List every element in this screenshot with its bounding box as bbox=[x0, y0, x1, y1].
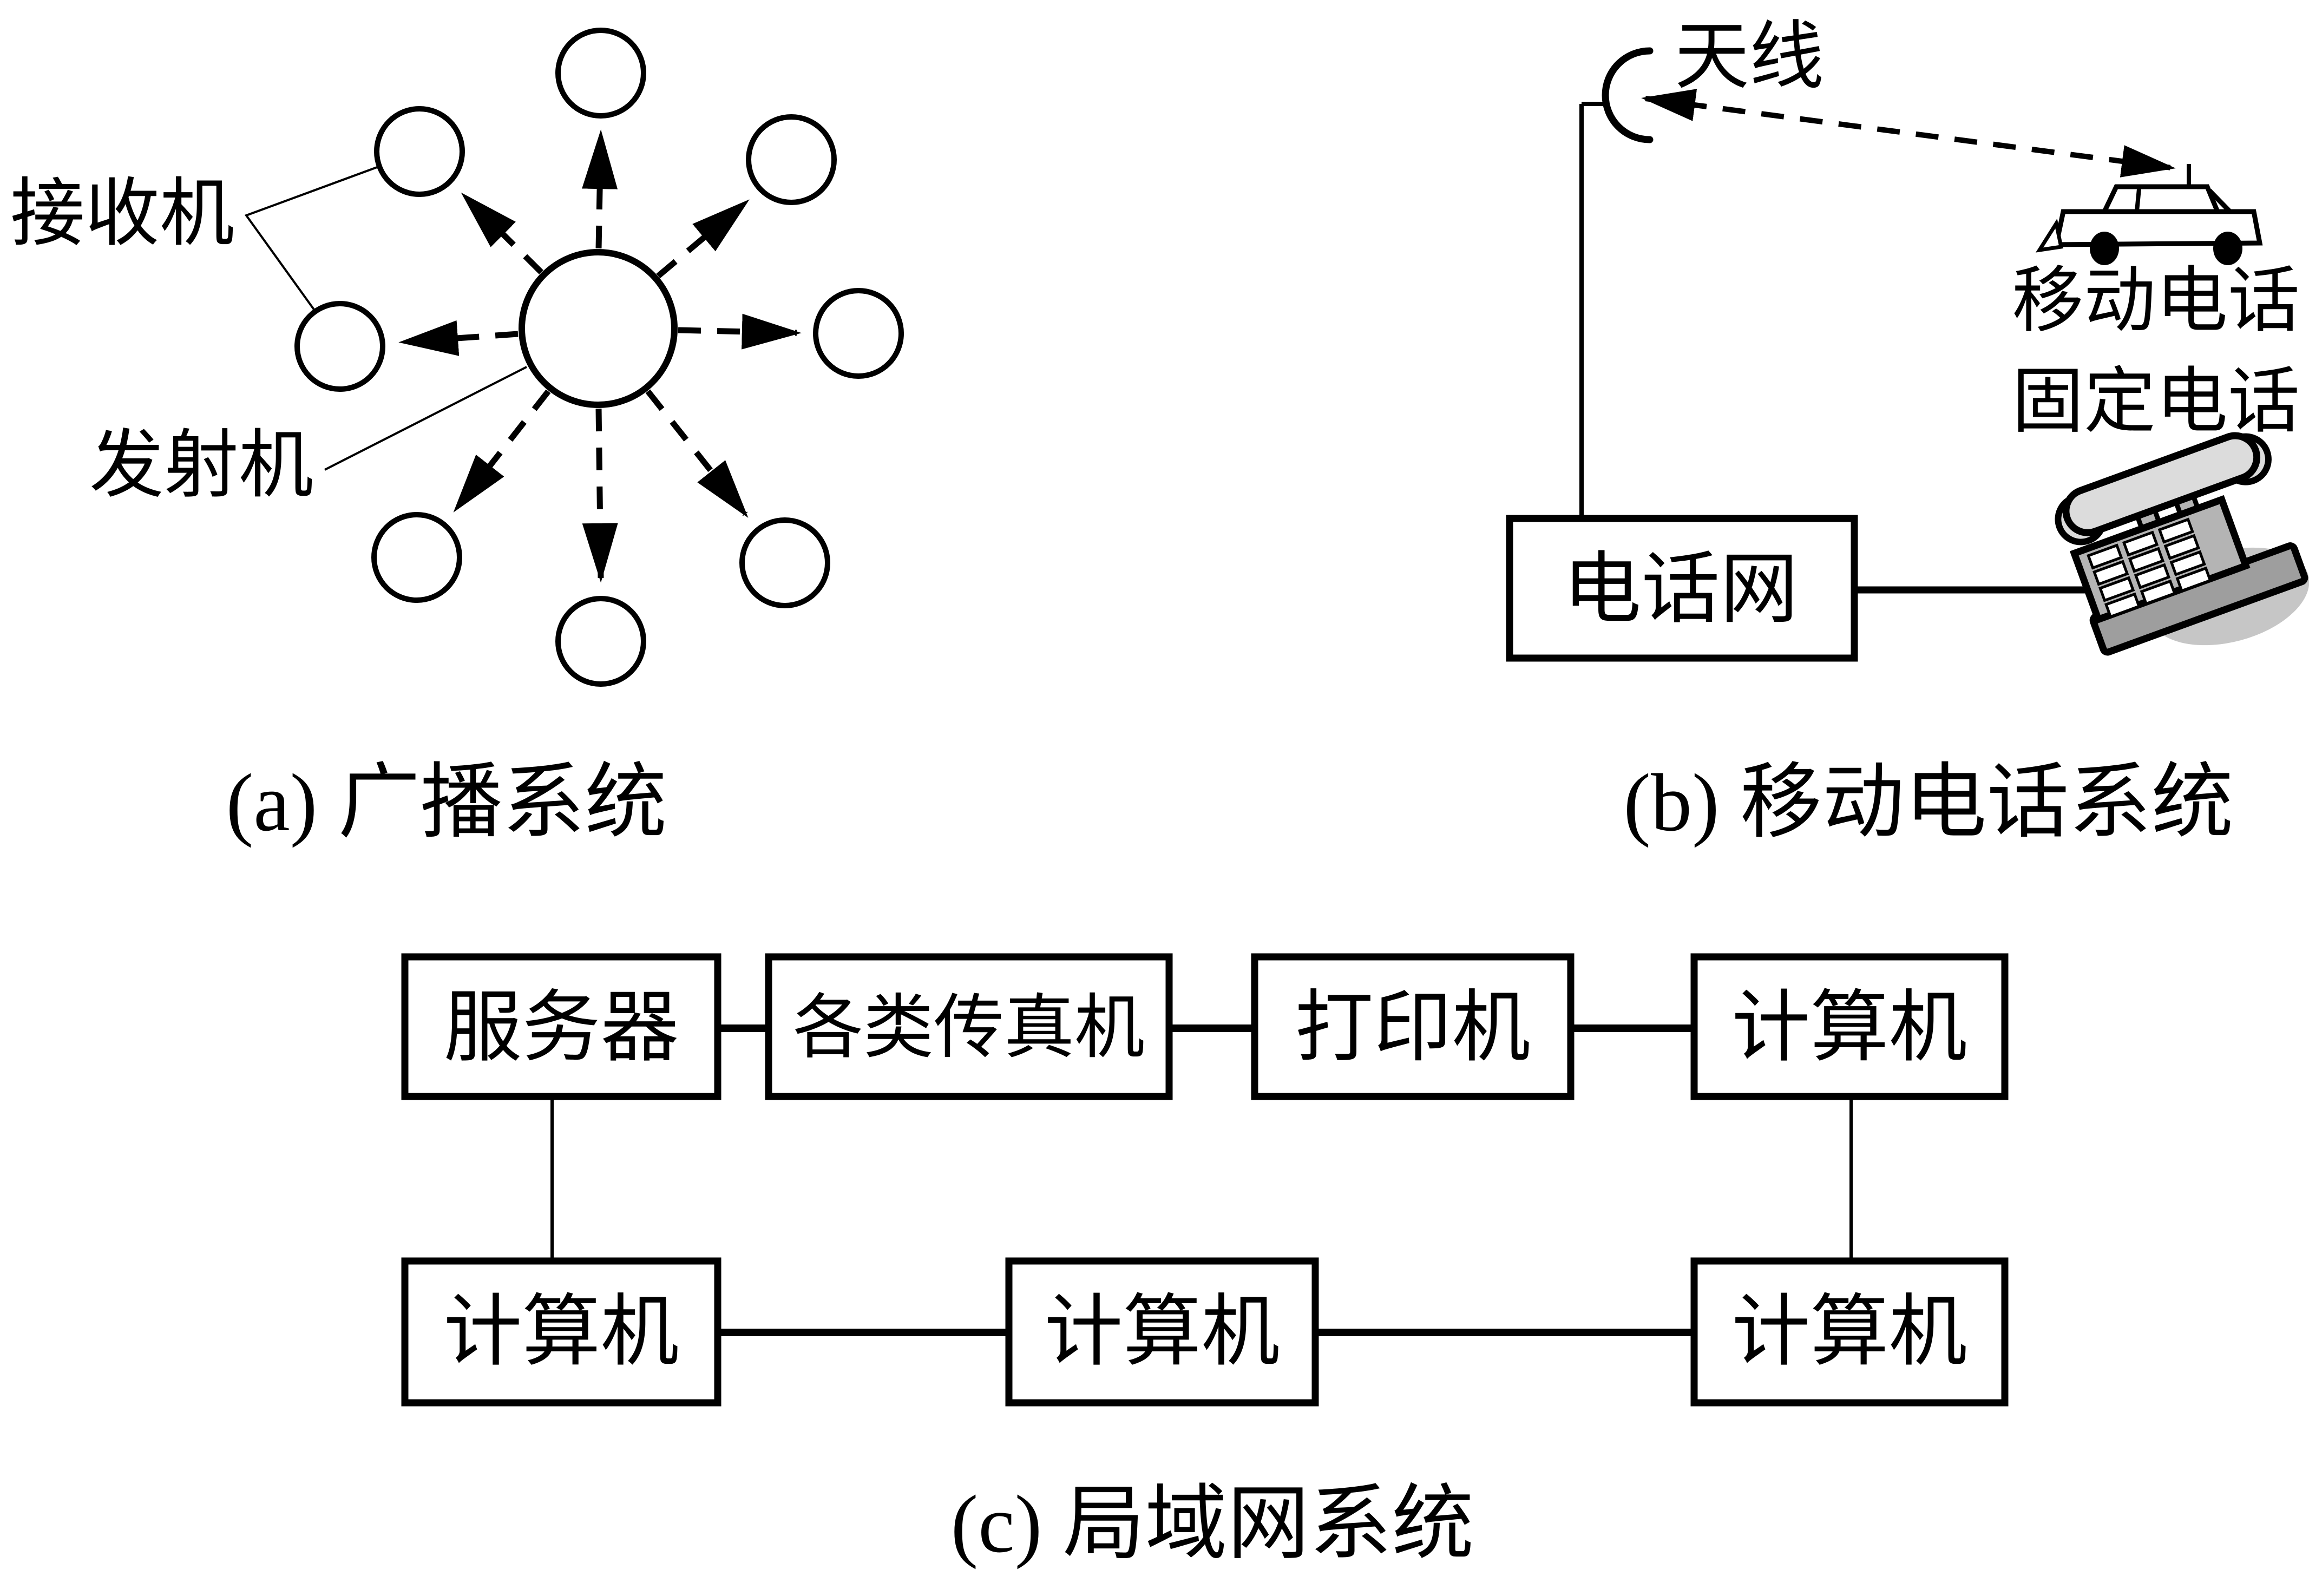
keypad-key bbox=[2169, 550, 2206, 576]
keypad-key bbox=[2163, 534, 2200, 560]
lan-box-label: 计算机 bbox=[1732, 1289, 1967, 1376]
car-front-wheel bbox=[2090, 232, 2119, 265]
lan-box-label: 计算机 bbox=[444, 1289, 679, 1376]
car-cabin bbox=[2100, 184, 2221, 214]
receiver-node-bottom-left bbox=[371, 512, 462, 603]
receiver-node-bottom-right bbox=[739, 517, 830, 608]
keypad-key bbox=[2134, 563, 2171, 589]
antenna-label: 天线 bbox=[1675, 16, 1824, 98]
lan-box-rect bbox=[1690, 1257, 2009, 1407]
receiver-label-pointer-line bbox=[244, 165, 381, 313]
lan-box-computer-2: 计算机 bbox=[401, 1257, 721, 1407]
lan-box-label: 各类传真机 bbox=[793, 989, 1145, 1067]
telephone-keypad bbox=[2087, 517, 2212, 619]
lan-box-rect bbox=[401, 953, 721, 1100]
lan-box-fax: 各类传真机 bbox=[765, 953, 1173, 1100]
lan-box-computer-1: 计算机 bbox=[1690, 953, 2009, 1100]
telephone-icon bbox=[2055, 432, 2309, 656]
keypad-key bbox=[2087, 543, 2123, 570]
lan-box-computer-3: 计算机 bbox=[1005, 1257, 1319, 1407]
phone-network-box: 电话网 bbox=[1506, 515, 1858, 662]
broadcast-arrow-down bbox=[582, 408, 618, 583]
broadcast-arrow-down-left bbox=[453, 389, 551, 513]
panel-c-caption: (c) 局域网系统 bbox=[951, 1479, 1474, 1569]
keypad-key bbox=[2128, 547, 2165, 573]
transmitter-label-pointer-line bbox=[324, 366, 527, 471]
keypad-key bbox=[2092, 560, 2129, 586]
panel-b-caption: (b) 移动电话系统 bbox=[1623, 757, 2233, 848]
lan-box-printer: 打印机 bbox=[1251, 953, 1575, 1100]
car-window-pillar bbox=[2135, 188, 2141, 212]
broadcast-arrow-left bbox=[398, 320, 519, 356]
phone-network-rect bbox=[1506, 515, 1858, 662]
keypad-key bbox=[2157, 517, 2194, 544]
lan-box-label: 计算机 bbox=[1045, 1289, 1280, 1376]
lan-box-server: 服务器 bbox=[401, 953, 721, 1100]
car-icon bbox=[2035, 164, 2263, 265]
panel-c-lan-system: 服务器 各类传真机 打印机 计算机 计算机 计算机 计算机 bbox=[401, 953, 2009, 1569]
receiver-node-right bbox=[813, 288, 904, 379]
antenna-dish-arc bbox=[1602, 47, 1654, 143]
keypad-key bbox=[2122, 530, 2159, 557]
fixed-phone-label: 固定电话 bbox=[2012, 362, 2300, 442]
receiver-label: 接收机 bbox=[10, 173, 234, 255]
base-station-antenna-icon bbox=[1579, 47, 1654, 518]
lan-box-rect bbox=[1005, 1257, 1319, 1407]
lan-box-computer-4: 计算机 bbox=[1690, 1257, 2009, 1407]
panel-a-broadcast-system: 接收机 发射机 (a) 广播系统 bbox=[10, 28, 904, 848]
lan-box-label: 计算机 bbox=[1732, 985, 1967, 1072]
keypad-key bbox=[2140, 579, 2176, 606]
broadcast-arrow-down-right bbox=[645, 389, 749, 518]
car-front-bumper bbox=[2035, 218, 2064, 253]
keypad-key bbox=[2104, 592, 2141, 619]
phone-network-label: 电话网 bbox=[1563, 547, 1799, 633]
keypad-key bbox=[2098, 576, 2135, 602]
transmitter-label: 发射机 bbox=[89, 424, 313, 507]
radio-link-arrow bbox=[1641, 89, 2176, 178]
car-rear-pillar bbox=[2207, 188, 2232, 214]
broadcast-arrow-up bbox=[582, 129, 618, 249]
receiver-node-top-right bbox=[746, 114, 837, 205]
lan-box-rect bbox=[1251, 953, 1575, 1100]
broadcast-arrow-right bbox=[678, 313, 802, 350]
telephone-handset bbox=[2062, 432, 2261, 536]
keypad-key bbox=[2175, 566, 2212, 593]
receiver-node-left bbox=[294, 301, 385, 392]
receiver-node-top-left bbox=[374, 106, 465, 197]
lan-box-label: 服务器 bbox=[444, 985, 679, 1072]
lan-box-rect bbox=[765, 953, 1173, 1100]
lan-box-rect bbox=[401, 1257, 721, 1407]
panel-b-mobile-phone-system: 天线 移动电话 固定电话 电话网 bbox=[1506, 16, 2309, 848]
broadcast-arrow-up-right bbox=[656, 199, 750, 279]
receiver-node-top bbox=[555, 28, 646, 119]
lan-box-label: 打印机 bbox=[1295, 985, 1531, 1072]
broadcast-arrow-up-left bbox=[461, 192, 543, 274]
transmitter-node bbox=[519, 249, 678, 408]
panel-a-caption: (a) 广播系统 bbox=[226, 757, 667, 848]
mobile-phone-label: 移动电话 bbox=[2012, 261, 2300, 341]
receiver-node-bottom bbox=[555, 596, 646, 687]
car-rear-wheel bbox=[2213, 232, 2242, 265]
